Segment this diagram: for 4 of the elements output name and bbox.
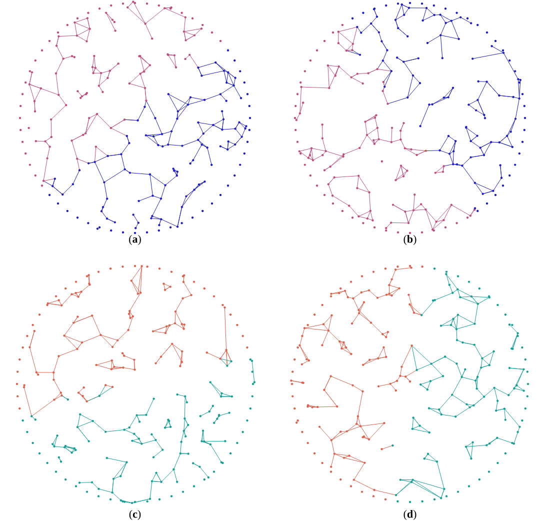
panel-label: (a) (129, 235, 141, 245)
panel-label: (b) (404, 235, 416, 245)
panel-label: (d) (404, 510, 416, 520)
panel-label: (c) (129, 510, 141, 520)
